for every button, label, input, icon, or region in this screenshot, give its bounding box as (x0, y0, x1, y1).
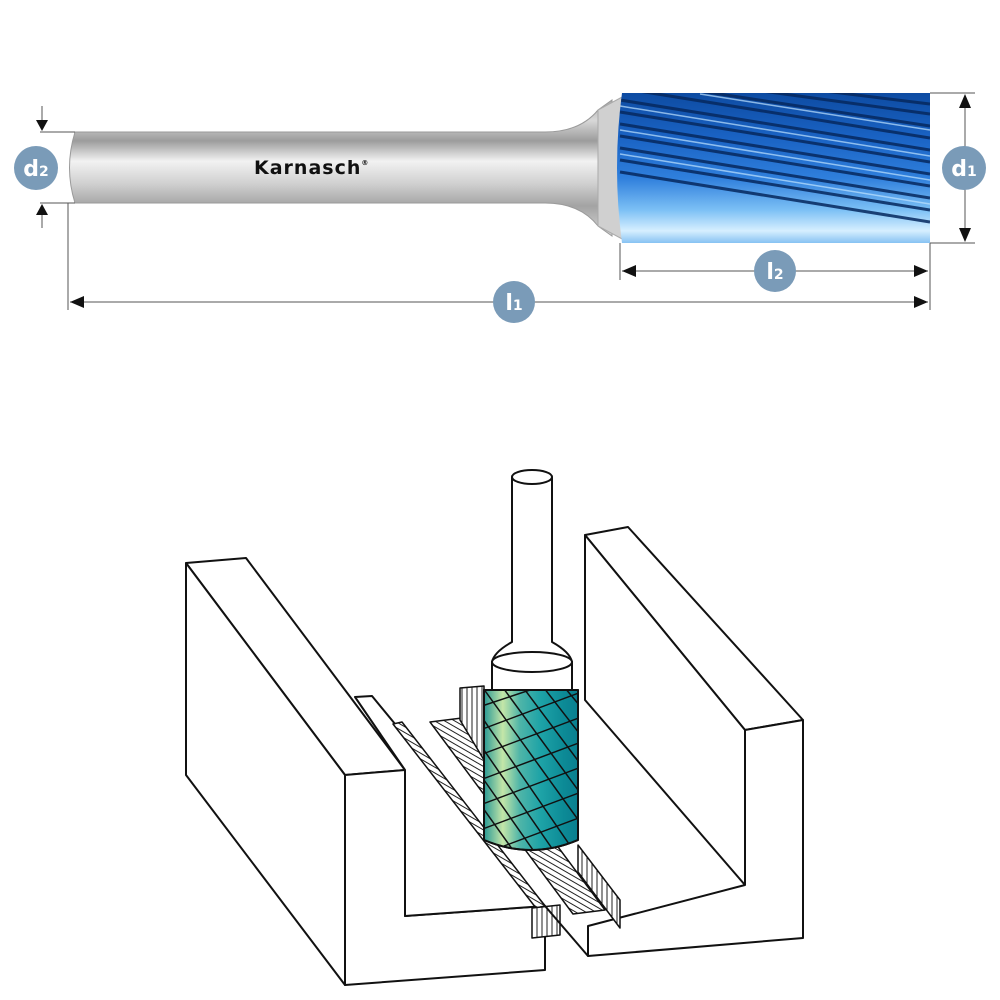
brand-logo: Karnasch® (254, 157, 369, 179)
right-workpiece (584, 526, 804, 957)
svg-text:l2: l2 (766, 260, 783, 285)
badge-l1: l1 (493, 281, 535, 323)
badge-l2: l2 (754, 250, 796, 292)
l2-left-arrow-icon (622, 265, 636, 277)
burr-shank (69, 99, 613, 237)
svg-text:d2: d2 (23, 157, 49, 182)
l1-left-arrow-icon (70, 296, 84, 308)
badge-d2: d2 (14, 146, 58, 190)
l2-right-arrow-icon (914, 265, 928, 277)
d1-top-arrow-icon (959, 94, 971, 108)
svg-text:d1: d1 (951, 157, 977, 182)
burr-product-drawing: Karnasch® (69, 93, 930, 243)
burr-cutting-head (617, 93, 930, 243)
badge-d1: d1 (942, 146, 986, 190)
tool-shank (491, 476, 573, 663)
burr-tool-illustration (483, 469, 579, 851)
l1-right-arrow-icon (914, 296, 928, 308)
application-illustration (185, 469, 804, 986)
d2-bottom-arrow-icon (36, 204, 48, 215)
tool-shank-top (511, 469, 553, 485)
groove-wall-right (577, 844, 621, 929)
d1-bottom-arrow-icon (959, 228, 971, 242)
d2-top-arrow-icon (36, 120, 48, 131)
svg-text:l1: l1 (505, 291, 522, 316)
groove-cut-bottom (531, 904, 561, 939)
